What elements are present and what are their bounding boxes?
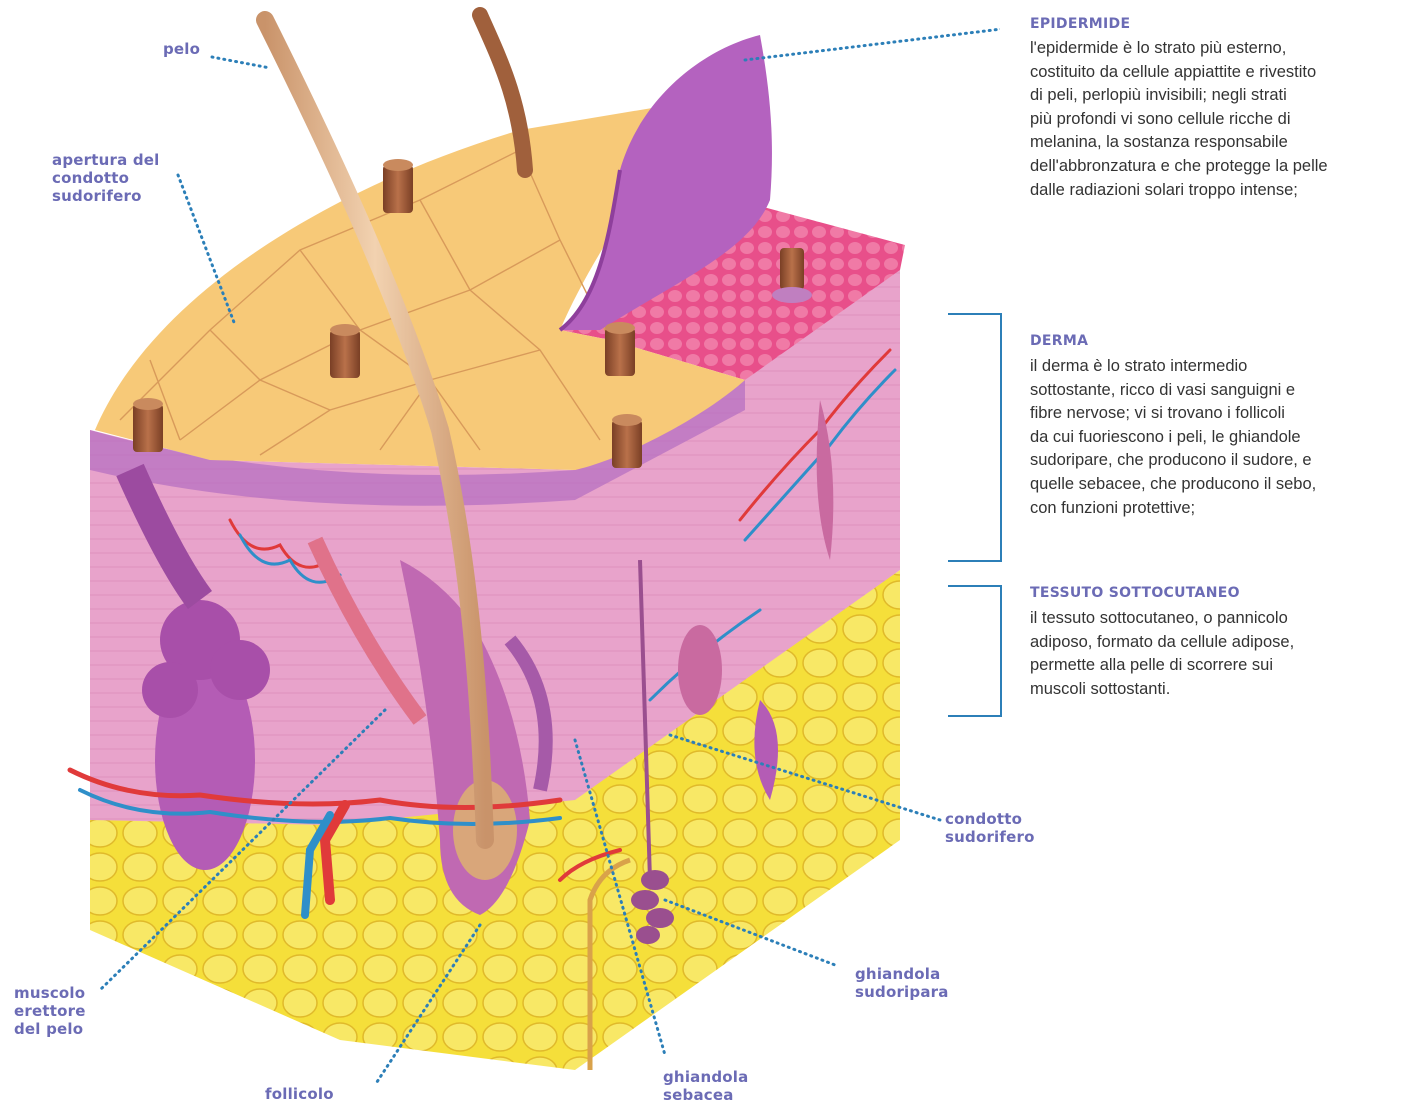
epidermide-title: EPIDERMIDE: [1030, 16, 1130, 32]
derma-text: il derma è lo strato intermedio sottosta…: [1030, 355, 1316, 520]
derma-line: sottostante, ricco di vasi sanguigni e: [1030, 379, 1316, 403]
label-follicolo: follicolo: [265, 1085, 334, 1103]
leader-pelo: [212, 57, 270, 68]
tessuto-bracket: [948, 585, 1002, 717]
derma-title: DERMA: [1030, 333, 1088, 349]
tessuto-line: muscoli sottostanti.: [1030, 678, 1294, 702]
epidermide-text: l'epidermide è lo strato più esterno, co…: [1030, 37, 1328, 202]
epidermide-line: costituito da cellule appiattite e rives…: [1030, 61, 1328, 85]
label-apertura-condotto: apertura del condotto sudorifero: [52, 151, 159, 205]
derma-line: il derma è lo strato intermedio: [1030, 355, 1316, 379]
tessuto-line: adiposo, formato da cellule adipose,: [1030, 631, 1294, 655]
derma-bracket: [948, 313, 1002, 562]
derma-line: sudoripare, che producono il sudore, e: [1030, 449, 1316, 473]
label-muscolo-erettore: muscolo erettore del pelo: [14, 984, 86, 1038]
label-ghiandola-sebacea: ghiandola sebacea: [663, 1068, 748, 1104]
tessuto-title: TESSUTO SOTTOCUTANEO: [1030, 585, 1240, 601]
tessuto-line: il tessuto sottocutaneo, o pannicolo: [1030, 607, 1294, 631]
epidermide-line: di peli, perlopiù invisibili; negli stra…: [1030, 84, 1328, 108]
derma-line: con funzioni protettive;: [1030, 497, 1316, 521]
derma-line: fibre nervose; vi si trovano i follicoli: [1030, 402, 1316, 426]
epidermide-line: melanina, la sostanza responsabile: [1030, 131, 1328, 155]
leader-epidermide: [745, 28, 1000, 60]
tessuto-text: il tessuto sottocutaneo, o pannicolo adi…: [1030, 607, 1294, 701]
derma-line: da cui fuoriescono i peli, le ghiandole: [1030, 426, 1316, 450]
epidermide-line: l'epidermide è lo strato più esterno,: [1030, 37, 1328, 61]
epidermide-line: dalle radiazioni solari troppo intense;: [1030, 179, 1328, 203]
derma-line: quelle sebacee, che producono il sebo,: [1030, 473, 1316, 497]
tessuto-line: permette alla pelle di scorrere sui: [1030, 654, 1294, 678]
epidermide-line: dell'abbronzatura e che protegge la pell…: [1030, 155, 1328, 179]
label-ghiandola-sudoripara: ghiandola sudoripara: [855, 965, 949, 1001]
label-condotto-sudorifero: condotto sudorifero: [945, 810, 1035, 846]
epidermide-line: più profondi vi sono cellule ricche di: [1030, 108, 1328, 132]
label-pelo: pelo: [163, 40, 200, 58]
